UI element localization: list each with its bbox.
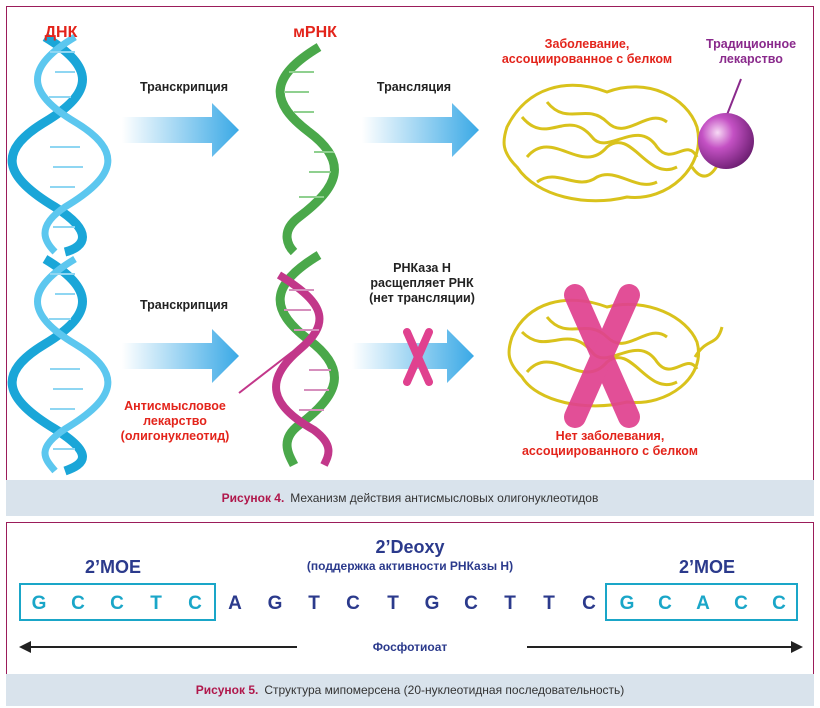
deoxy-subtitle: (поддержка активности РНКазы Н): [306, 559, 514, 573]
nucleotide: C: [110, 593, 124, 614]
nucleotide: C: [734, 593, 748, 614]
figure-5-panel: 2’Deoxy (поддержка активности РНКазы Н) …: [6, 522, 814, 680]
dna-helix-icon: [7, 33, 112, 257]
moe-right-title: 2’MOE: [678, 557, 735, 577]
nucleotide: C: [71, 593, 85, 614]
cross-icon: [564, 284, 640, 428]
nucleotide: C: [464, 593, 478, 614]
arrow-icon: [122, 329, 239, 383]
dna-helix-icon: [7, 255, 112, 476]
nucleotide: T: [543, 593, 555, 614]
mrna-label: мРНК: [293, 24, 337, 41]
arrow-icon: [362, 103, 479, 157]
moe-left-title: 2’MOE: [84, 557, 141, 577]
moe-right-box: [605, 583, 798, 621]
protein-icon: [502, 84, 721, 203]
nucleotide: G: [619, 593, 635, 614]
nucleotide: T: [150, 593, 162, 614]
transcription-bottom-label: Транскрипция: [139, 298, 229, 312]
backbone-arrows: [19, 641, 803, 653]
mrna-helix-icon: [272, 251, 339, 468]
backbone-label: Фосфотиоат: [372, 640, 448, 654]
nucleotide: T: [308, 593, 320, 614]
rnase-label: РНКаза Н расщепляет РНК (нет трансляции): [369, 261, 475, 305]
antisense-strand: [272, 271, 333, 467]
pointer-line: [238, 351, 293, 394]
antisense-drug-label: Антисмысловое лекарство (олигонуклеотид): [120, 399, 230, 443]
nucleotide: T: [504, 593, 516, 614]
nucleotide: A: [696, 593, 710, 614]
cross-icon: [403, 328, 433, 386]
arrow-icon: [352, 329, 474, 383]
translation-label: Трансляция: [376, 80, 452, 94]
caption-text: Механизм действия антисмысловых олигонук…: [290, 491, 599, 505]
nucleotide: C: [582, 593, 596, 614]
moe-left-box: [19, 583, 216, 621]
nucleotide: C: [772, 593, 786, 614]
nucleotide: C: [346, 593, 360, 614]
nucleotide: G: [31, 593, 47, 614]
nucleotide: C: [188, 593, 202, 614]
nucleotide: G: [424, 593, 440, 614]
transcription-top-label: Транскрипция: [139, 80, 229, 94]
traditional-drug-label: Традиционное лекарство: [705, 37, 797, 66]
nucleotide: T: [387, 593, 399, 614]
caption-label: Рисунок 4.: [221, 491, 285, 505]
arrow-right-icon: [527, 641, 803, 653]
figure-4-panel: ДНК мРНК Транскрипция Трансляция Заболев…: [6, 6, 814, 481]
drug-sphere-icon: [698, 113, 754, 169]
nucleotide: A: [228, 593, 242, 614]
figure-5-caption: Рисунок 5. Структура мипомерсена (20-нук…: [6, 674, 814, 706]
figure-4-graphics: [7, 33, 754, 476]
figure-4-caption: Рисунок 4. Механизм действия антисмыслов…: [6, 480, 814, 516]
no-disease-label: Нет заболевания, ассоциированного с белк…: [521, 429, 699, 458]
caption-text: Структура мипомерсена (20-нуклеотидная п…: [264, 683, 625, 697]
nucleotide: G: [267, 593, 283, 614]
disease-protein-label: Заболевание, ассоциированное с белком: [501, 37, 673, 66]
nucleotide: C: [658, 593, 672, 614]
arrow-left-icon: [19, 641, 297, 653]
caption-label: Рисунок 5.: [195, 683, 259, 697]
arrow-icon: [122, 103, 239, 157]
dna-label: ДНК: [44, 24, 78, 41]
mrna-helix-icon: [275, 43, 339, 256]
deoxy-title: 2’Deoxy: [375, 537, 445, 557]
